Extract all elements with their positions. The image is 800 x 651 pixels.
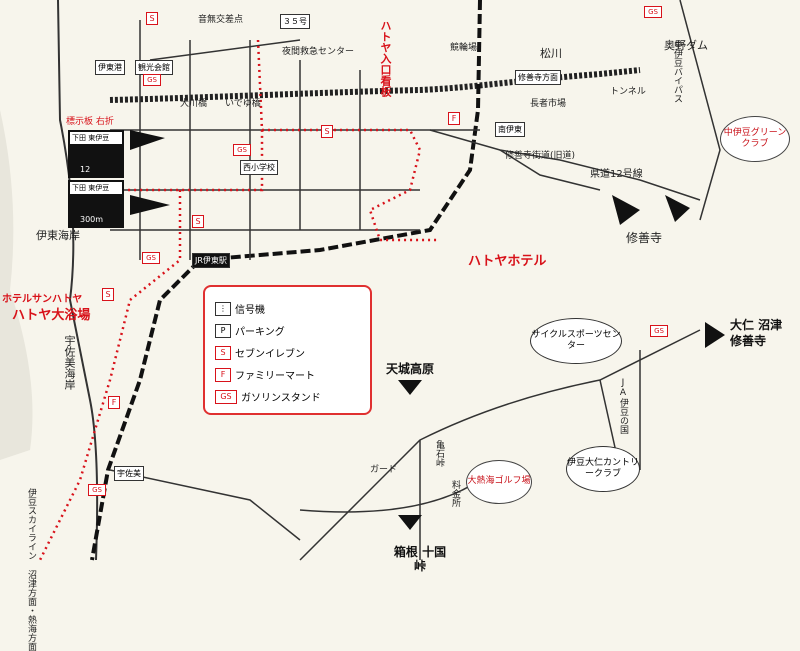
- place-hatoya-hotel: ハトヤホテル: [468, 254, 547, 269]
- gas-station-badge: GS: [233, 144, 251, 156]
- place-jr-ito: JR伊東駅: [192, 253, 230, 268]
- place-daiatami-golf: 大熱海ゴルフ場: [466, 460, 532, 504]
- place-hakone: 箱根 十国峠: [393, 545, 447, 574]
- place-kamekaido: 亀石峠: [434, 440, 444, 467]
- place-izu-daijin: 伊豆大仁カントリークラブ: [566, 446, 640, 492]
- family-mart-badge: F: [448, 112, 460, 125]
- place-ryokin: 料金所: [450, 480, 460, 507]
- family-mart-icon: F: [215, 367, 231, 382]
- gas-station-badge: GS: [650, 325, 668, 337]
- place-shuzenji-old: 修善寺街道(旧道): [505, 151, 576, 161]
- place-okawabashi: 大川橋: [180, 99, 208, 109]
- seven-eleven-badge: S: [321, 125, 333, 138]
- family-mart-badge: F: [108, 396, 120, 409]
- sign-top-label: 下田 東伊豆: [70, 132, 122, 144]
- sign-bottom-distance: 300m: [80, 215, 104, 224]
- place-onuma-direction: 大仁 沼津 修善寺: [730, 318, 783, 348]
- place-izuyama-line: 伊豆スカイライン 沼津方面・熱海方面: [26, 488, 36, 651]
- seven-eleven-badge: S: [192, 215, 204, 228]
- place-matsukawa: 松川: [540, 47, 562, 60]
- place-cycle-sports: サイクルスポーツセンター: [530, 318, 622, 364]
- gas-station-badge: GS: [143, 74, 161, 86]
- seven-eleven-icon: S: [215, 345, 231, 360]
- place-kanko-kaikan: 観光会館: [135, 60, 173, 75]
- place-shuzenji: 修善寺: [626, 231, 663, 245]
- place-okuno-dam: 奥野ダム: [664, 39, 708, 52]
- place-sun-hatoya: ホテルサンハトヤ: [2, 294, 83, 305]
- sign-bottom-label: 下田 東伊豆: [70, 182, 122, 194]
- place-hotel-sign: ハトヤ入口看板: [379, 20, 392, 97]
- place-ito-kaigan: 伊東海岸: [36, 229, 80, 242]
- place-naka-izu-bypass: 中伊豆バイパス: [672, 40, 682, 103]
- place-itoko: 伊東港: [95, 60, 125, 75]
- sign-top-route: 12: [80, 165, 91, 174]
- place-naka-izu-green: 中伊豆グリーンクラブ: [720, 116, 790, 162]
- seven-eleven-badge: S: [146, 12, 158, 25]
- place-hatoya-daiyoku: ハトヤ大浴場: [12, 308, 91, 323]
- place-nishi-school: 西小学校: [240, 160, 278, 175]
- place-route35: ３５号: [280, 14, 310, 29]
- place-amagi: 天城高原: [386, 362, 435, 376]
- place-kendo12: 県道12号線: [590, 169, 643, 180]
- gas-station-icon: GS: [215, 389, 237, 404]
- direction-sign-top: 下田 東伊豆 12: [68, 130, 124, 178]
- place-usami-coast: 宇佐美海岸: [63, 335, 76, 390]
- gas-station-badge: GS: [142, 252, 160, 264]
- place-usami: 宇佐美: [114, 466, 144, 481]
- gas-station-badge: GS: [88, 484, 106, 496]
- place-garage: ガード: [370, 465, 398, 475]
- signal-icon: ⋮: [215, 301, 231, 316]
- place-minami-ito: 南伊東: [495, 122, 525, 137]
- place-keirin: 競輪場: [450, 43, 478, 53]
- place-hyoshiki: 標示板 右折: [66, 117, 114, 127]
- place-shuzenji-direction: 修善寺方面: [515, 70, 561, 85]
- direction-sign-bottom: 下田 東伊豆 300m: [68, 180, 124, 228]
- road-layer: [0, 0, 725, 561]
- place-tunnel: トンネル: [610, 87, 646, 97]
- gas-station-badge: GS: [644, 6, 662, 18]
- parking-icon: P: [215, 323, 231, 338]
- place-night-emergency: 夜間救急センター: [282, 47, 355, 57]
- place-ja-izu: JA伊豆の国: [618, 378, 628, 434]
- seven-eleven-badge: S: [102, 288, 114, 301]
- legend-signal: ⋮信号機: [215, 301, 265, 316]
- place-izu-bashi: いでゆ橋: [225, 99, 261, 109]
- place-onsen-center: 音無交差点: [198, 15, 244, 25]
- place-mountain-town: 長者市場: [530, 99, 567, 109]
